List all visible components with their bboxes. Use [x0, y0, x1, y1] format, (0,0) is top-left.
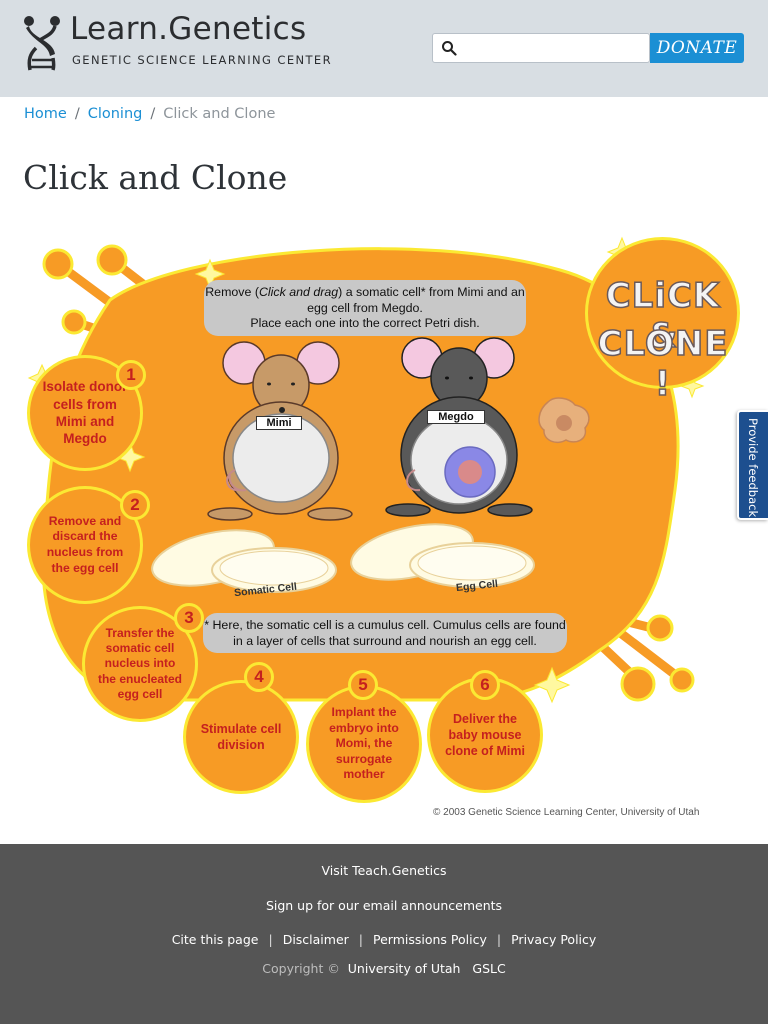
cite-page-link[interactable]: Cite this page [171, 932, 259, 947]
donate-button[interactable]: DONATE [650, 33, 744, 63]
step-2-number: 2 [120, 490, 150, 520]
step-4-number: 4 [244, 662, 274, 692]
megdo-name-tag: Megdo [427, 410, 485, 424]
click-and-clone-badge: CLiCK & CLONE ! [585, 237, 740, 405]
activity-copyright: © 2003 Genetic Science Learning Center, … [433, 807, 700, 818]
provide-feedback-tab[interactable]: Provide feedback [737, 410, 768, 520]
site-footer: Visit Teach.Genetics Sign up for our ema… [0, 844, 768, 1024]
dna-logo-icon[interactable] [22, 14, 62, 72]
egg-cell-petri-dish[interactable] [346, 515, 535, 590]
footnote-box: * Here, the somatic cell is a cumulus ce… [203, 613, 567, 653]
breadcrumb-current: Click and Clone [163, 106, 276, 122]
logo-subtitle: GENETIC SCIENCE LEARNING CENTER [72, 53, 332, 67]
instruction-box: Remove (Click and drag) a somatic cell* … [204, 280, 526, 336]
search-icon[interactable] [441, 40, 457, 56]
step-1-number: 1 [116, 360, 146, 390]
step-6-label: Deliver the baby mouse clone of Mimi [445, 712, 525, 758]
footer-separator: | [496, 932, 502, 947]
breadcrumb-cloning[interactable]: Cloning [87, 106, 143, 122]
step-1-label: Isolate donor cells from Mimi and Megdo [42, 379, 128, 447]
university-of-utah-link[interactable]: University of Utah [347, 961, 461, 976]
search-input[interactable] [463, 38, 643, 58]
instruction-pre: Remove ( [205, 285, 259, 299]
step-5-label: Implant the embryo into Momi, the surrog… [329, 704, 399, 782]
feedback-label: Provide feedback [746, 418, 760, 518]
activity-background [27, 236, 705, 704]
cumulus-cell-icon[interactable] [538, 397, 590, 444]
step-6-number: 6 [470, 670, 500, 700]
megdo-mouse[interactable] [385, 337, 533, 517]
step-2-label: Remove and discard the nucleus from the … [46, 513, 124, 575]
email-signup-link[interactable]: Sign up for our email announcements [265, 898, 503, 913]
permissions-policy-link[interactable]: Permissions Policy [373, 932, 487, 947]
mimi-name-tag: Mimi [256, 416, 302, 430]
click-and-clone-activity[interactable]: CLiCK & CLONE ! Remove (Click and drag) … [0, 230, 768, 830]
instruction-italic: Click and drag [258, 285, 339, 299]
instruction-post: ) a somatic cell* from Mimi and an egg c… [307, 285, 525, 315]
gslc-link[interactable]: GSLC [472, 961, 506, 976]
copyright-text: Copyright © [262, 961, 340, 976]
page-title: Click and Clone [23, 158, 288, 197]
step-4-button[interactable]: Stimulate cell division [183, 680, 299, 794]
instruction-line2: Place each one into the correct Petri di… [250, 316, 480, 330]
step-4-label: Stimulate cell division [200, 722, 282, 752]
logo-title[interactable]: Learn.Genetics [70, 11, 307, 47]
step-3-number: 3 [174, 603, 204, 633]
footer-separator: | [358, 932, 364, 947]
teach-genetics-link[interactable]: Visit Teach.Genetics [321, 863, 447, 878]
breadcrumb: Home / Cloning / Click and Clone [24, 106, 275, 122]
disclaimer-link[interactable]: Disclaimer [282, 932, 349, 947]
step-3-label: Transfer the somatic cell nucleus into t… [97, 625, 183, 702]
breadcrumb-home[interactable]: Home [24, 106, 67, 122]
search-box [432, 33, 650, 63]
mimi-mouse[interactable] [207, 341, 353, 521]
breadcrumb-separator: / [74, 106, 80, 122]
badge-title-line2: CLONE ! [597, 323, 729, 405]
step-5-button[interactable]: Implant the embryo into Momi, the surrog… [306, 685, 422, 803]
footer-separator: | [268, 932, 273, 947]
step-5-number: 5 [348, 670, 378, 700]
somatic-cell-petri-dish[interactable] [147, 521, 337, 596]
breadcrumb-separator: / [150, 106, 156, 122]
site-header: Learn.Genetics GENETIC SCIENCE LEARNING … [0, 0, 768, 97]
privacy-policy-link[interactable]: Privacy Policy [511, 932, 597, 947]
badge-title-line1: CLiCK & [605, 275, 721, 357]
